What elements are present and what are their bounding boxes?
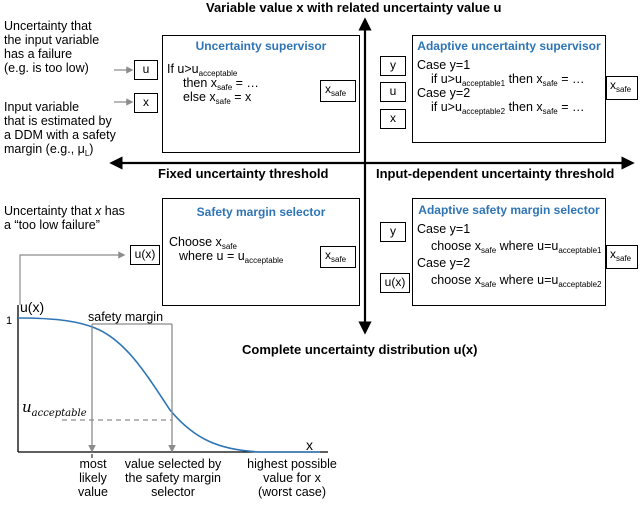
port-y-bottom: y: [380, 222, 406, 242]
adaptive-safety-margin-selector-title: Adaptive safety margin selector: [418, 203, 600, 217]
u-acceptable-label: uacceptable: [22, 398, 87, 419]
adaptive-uncertainty-rules: Case y=1 if u>uacceptable1 then xsafe = …: [417, 58, 585, 116]
adaptive-uncertainty-supervisor-title: Adaptive uncertainty supervisor: [417, 39, 601, 53]
safety-margin-rule: Choose xsafe where u = uacceptable: [169, 235, 284, 265]
safety-margin-selector-title: Safety margin selector: [196, 205, 326, 219]
axis-bottom-label: Complete uncertainty distribution u(x): [242, 342, 478, 357]
port-ux-bottom: u(x): [380, 273, 410, 293]
output-xsafe-2: xsafe: [606, 76, 638, 100]
safety-margin-label: safety margin: [88, 310, 164, 324]
output-xsafe-4: xsafe: [606, 245, 638, 269]
port-x: x: [134, 93, 158, 113]
note-input-variable: Input variable that is estimated by a DD…: [4, 100, 116, 158]
x-marker-worst-case: highest possible value for x (worst case…: [247, 457, 337, 499]
plot-to-selector-arrow: [19, 251, 126, 305]
plot-y-tick: 1: [6, 315, 13, 327]
port-ux: u(x): [130, 245, 160, 265]
adaptive-safety-rules: Case y=1 choose xsafe where u=uacceptabl…: [417, 222, 602, 289]
note-failure-input: Uncertainty that the input variable has …: [4, 19, 100, 75]
axis-right-label: Input-dependent uncertainty threshold: [376, 166, 615, 181]
uncertainty-supervisor-rule: If u>uacceptable then xsafe = … else xsa…: [167, 62, 259, 106]
note-too-low: Uncertainty that x has a “too low failur…: [4, 204, 125, 232]
output-xsafe-1: xsafe: [320, 80, 356, 102]
adaptive-uncertainty-supervisor-box: Adaptive uncertainty supervisor Case y=1…: [412, 35, 606, 143]
axis-left-label: Fixed uncertainty threshold: [158, 166, 329, 181]
port-x-top: x: [380, 109, 406, 129]
plot-y-label: u(x): [20, 299, 45, 315]
port-y-top: y: [380, 56, 406, 76]
plot-x-label: x: [306, 437, 313, 453]
port-u-top: u: [380, 82, 406, 102]
adaptive-safety-margin-selector-box: Adaptive safety margin selector Case y=1…: [412, 198, 606, 306]
port-u: u: [134, 60, 158, 80]
uncertainty-curve: [17, 317, 320, 453]
uncertainty-supervisor-title: Uncertainty supervisor: [195, 39, 327, 53]
x-marker-selected: value selected by the safety margin sele…: [124, 457, 222, 499]
output-xsafe-3: xsafe: [320, 246, 356, 268]
x-marker-most-likely: most likely value: [78, 457, 108, 499]
axis-top-label: Variable value x with related uncertaint…: [206, 0, 502, 15]
